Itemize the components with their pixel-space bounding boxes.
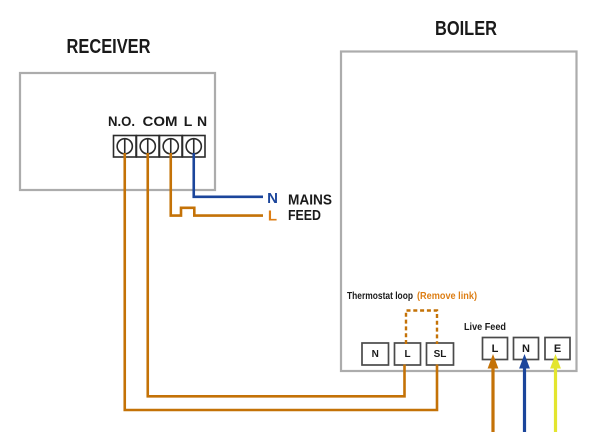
thermostat-link-dashed-wire: [404, 309, 439, 344]
receiver-terminal-block: [112, 134, 206, 158]
wire-mains-neutral: [192, 153, 263, 199]
boiler-title: BOILER: [435, 18, 497, 40]
arrow-head-icon: [519, 354, 530, 369]
wire-mains-live: [169, 153, 263, 217]
thermostat-loop-label: Thermostat loop: [347, 290, 413, 302]
live-feed-label: Live Feed: [464, 321, 506, 333]
remove-link-note: (Remove link): [417, 290, 477, 302]
live-feed-arrow-l: [487, 354, 499, 432]
screw-terminal-icon: [162, 137, 180, 155]
live-feed-terminal-label-l: L: [492, 343, 499, 355]
receiver-title: RECEIVER: [67, 36, 151, 58]
boiler-terminal-sl: [425, 342, 455, 366]
mains-live-code-label: L: [268, 208, 277, 225]
boiler-terminal-label-l: L: [404, 349, 410, 360]
mains-feed-label-line1: MAINS: [288, 192, 332, 209]
screw-terminal-icon: [185, 137, 203, 155]
live-feed-arrow-n: [519, 354, 530, 432]
receiver-enclosure: [18, 71, 217, 192]
receiver-terminal-label-n: N: [197, 113, 207, 129]
arrow-head-icon: [550, 354, 561, 369]
receiver-terminal-label-com: COM: [143, 113, 178, 129]
arrow-head-icon: [487, 354, 499, 369]
boiler-enclosure: [339, 50, 578, 373]
boiler-terminal-l: [393, 342, 422, 366]
screw-terminal-icon: [139, 137, 157, 155]
live-feed-terminal-label-e: E: [554, 343, 561, 355]
live-feed-terminal-label-n: N: [522, 343, 530, 355]
boiler-terminal-n: [361, 342, 390, 366]
receiver-terminal-label-no: N.O.: [108, 113, 135, 129]
boiler-terminal-label-sl: SL: [434, 349, 447, 360]
mains-feed-label-line2: FEED: [288, 207, 321, 224]
screw-terminal-icon: [116, 137, 134, 155]
mains-neutral-code-label: N: [267, 190, 278, 207]
boiler-terminal-label-n: N: [372, 349, 379, 360]
live-feed-arrow-e: [550, 354, 561, 432]
wire-no-to-boiler-sl: [123, 153, 439, 412]
wire-com-to-boiler-l: [146, 153, 406, 398]
receiver-terminal-label-l: L: [184, 113, 193, 129]
